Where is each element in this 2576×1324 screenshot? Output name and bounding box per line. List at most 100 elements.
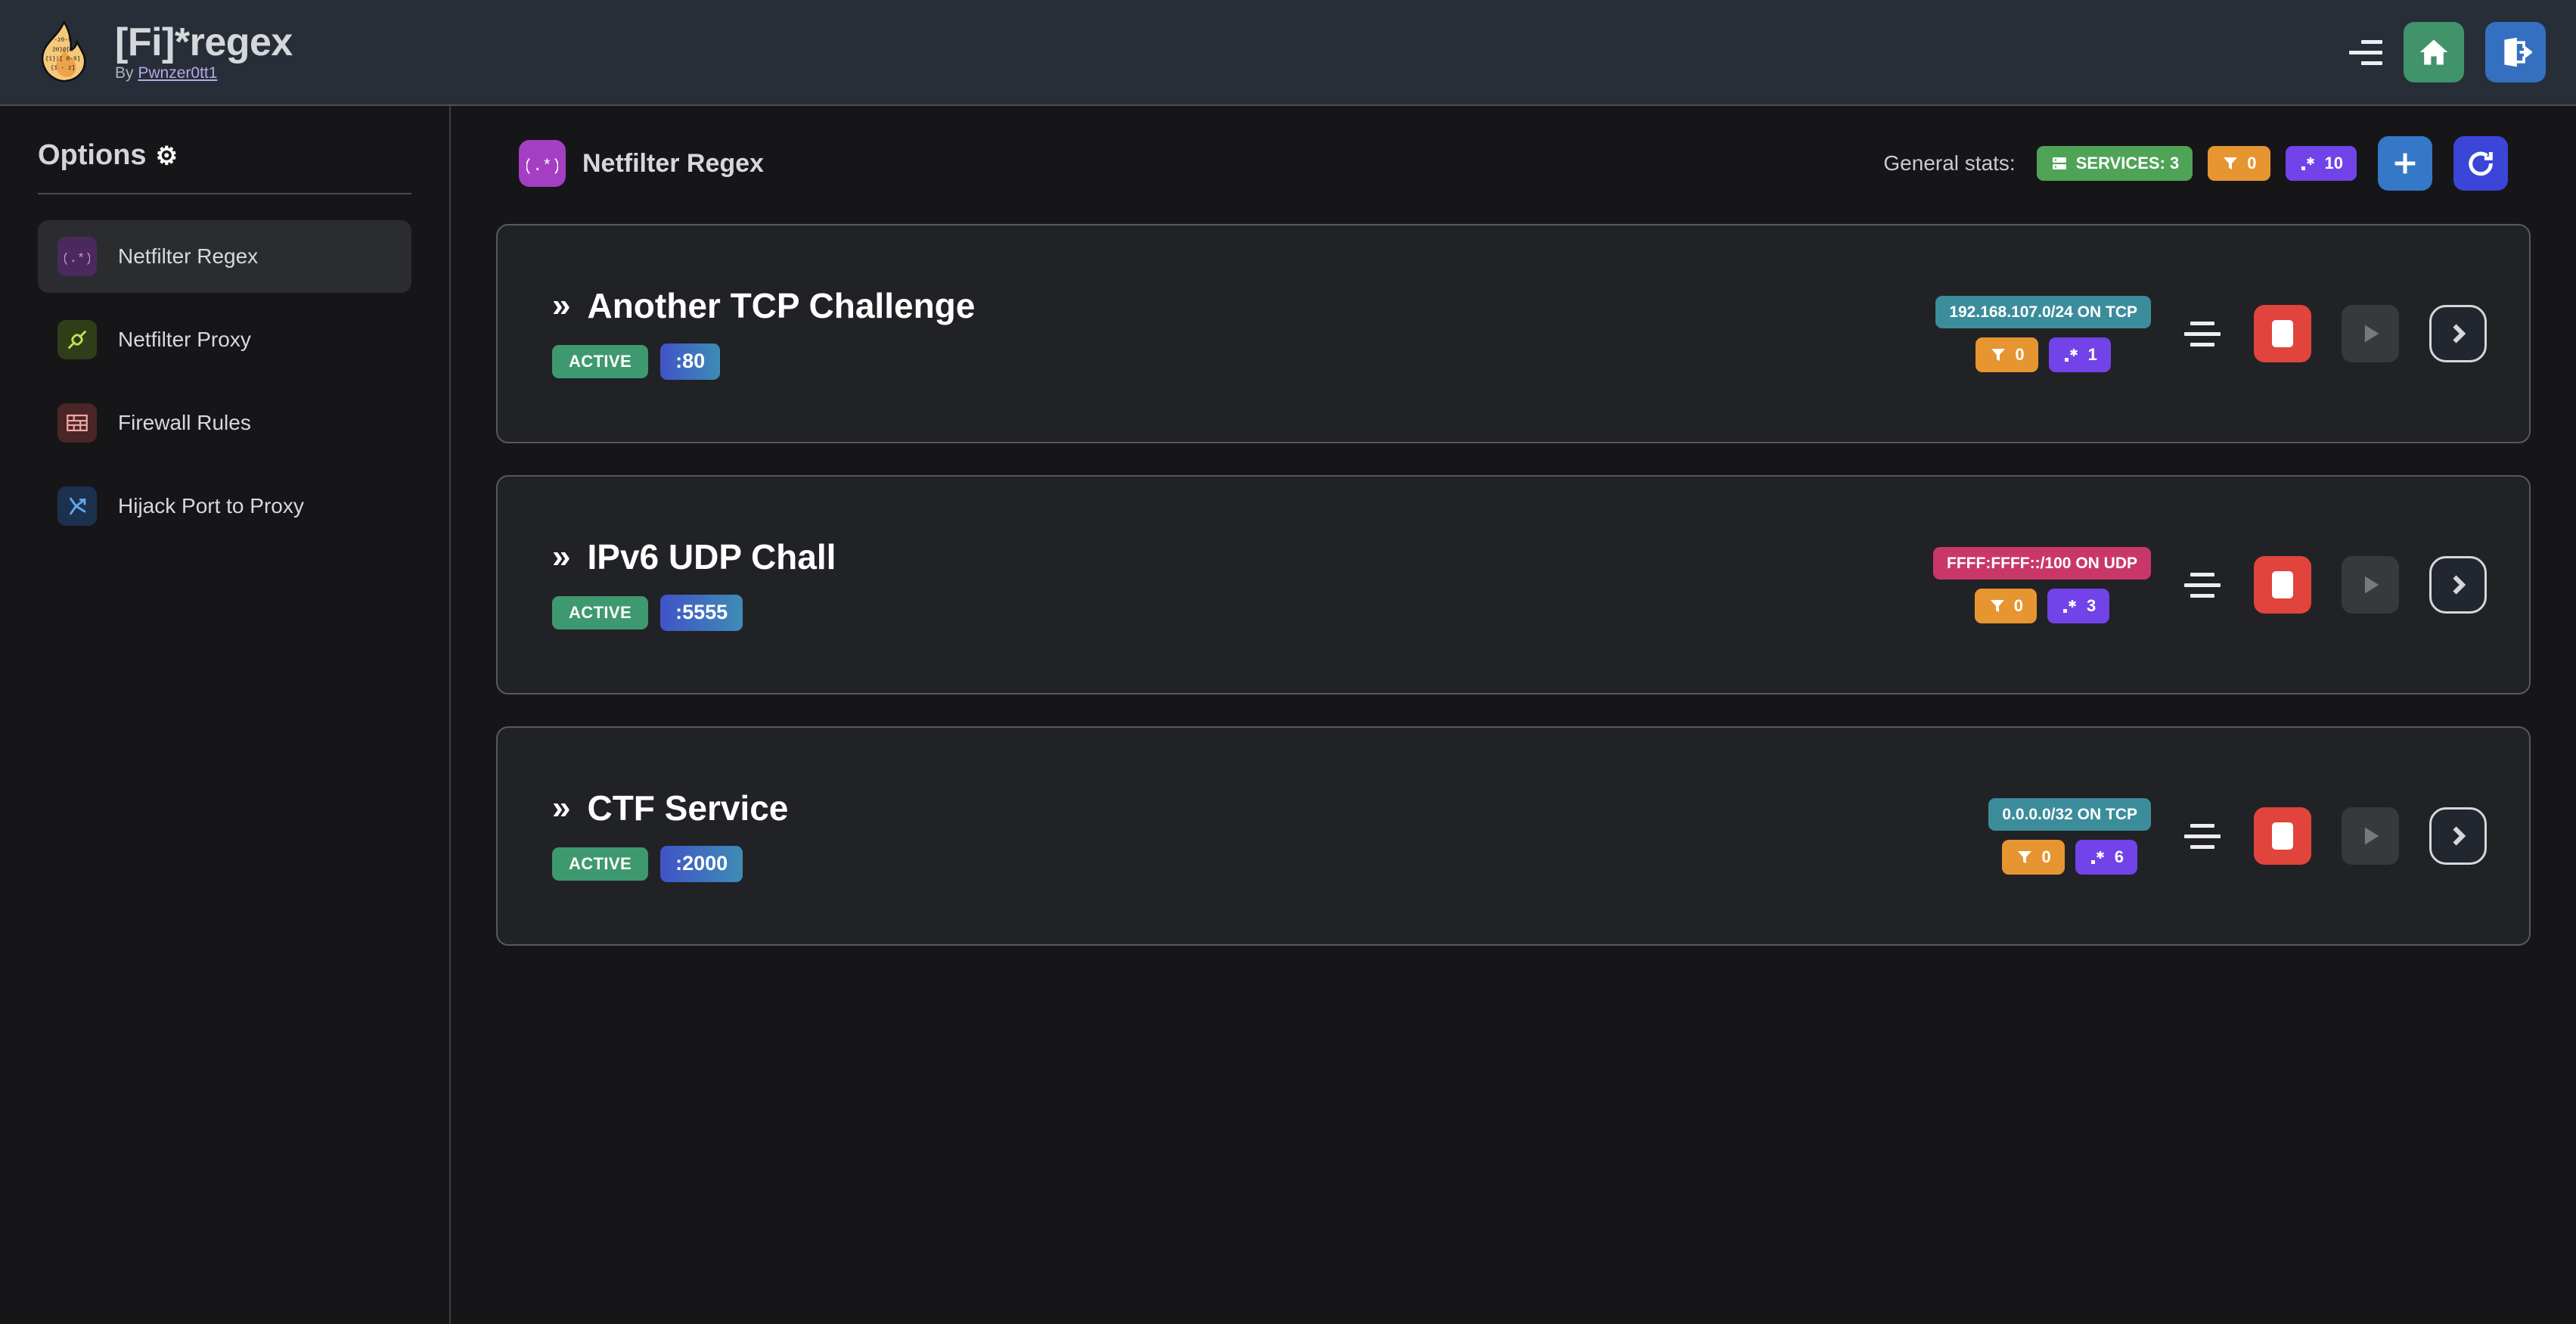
status-badge-services: SERVICES: 3 <box>2036 146 2193 181</box>
stop-icon <box>2272 822 2293 850</box>
service-list: » Another TCP Challenge ACTIVE :80 192.1… <box>496 224 2531 946</box>
filters-count-label: 0 <box>2013 595 2023 615</box>
services-count-label: SERVICES: 3 <box>2075 154 2180 172</box>
service-network-stats: 192.168.107.0/24 ON TCP 0 <box>1935 295 2151 372</box>
drag-handle-icon[interactable] <box>2181 564 2224 606</box>
port-badge: :5555 <box>660 595 743 631</box>
chevron-right-icon <box>2453 826 2466 846</box>
service-controls: 192.168.107.0/24 ON TCP 0 <box>1935 295 2487 372</box>
stop-button[interactable] <box>2254 305 2311 362</box>
service-info: » IPv6 UDP Chall ACTIVE :5555 <box>552 539 836 631</box>
drag-handle-icon[interactable] <box>2181 815 2224 857</box>
regex-icon <box>2090 850 2104 864</box>
drag-handle-icon[interactable] <box>2181 312 2224 355</box>
regexes-count-label: 6 <box>2114 847 2124 866</box>
service-tags: ACTIVE :2000 <box>552 846 788 882</box>
sidebar-item-hijack-port-to-proxy[interactable]: Hijack Port to Proxy <box>38 470 411 542</box>
main-content: (.*) Netfilter Regex General stats: SERV… <box>451 106 2576 1324</box>
server-icon <box>2052 157 2066 169</box>
chevron-right-icon <box>2453 324 2466 343</box>
home-icon <box>2419 39 2448 65</box>
regexes-count-label: 1 <box>2087 344 2097 364</box>
regex-icon <box>2301 157 2314 170</box>
page-title-text: Netfilter Regex <box>582 148 764 178</box>
hamburger-menu-icon[interactable] <box>2343 36 2382 69</box>
service-name: IPv6 UDP Chall <box>587 537 836 577</box>
regex-icon: (.*) <box>519 140 566 187</box>
filters-count-label: 0 <box>2247 154 2257 172</box>
service-tags: ACTIVE :80 <box>552 343 975 380</box>
open-service-button[interactable] <box>2429 556 2487 614</box>
filter-icon <box>1991 348 2006 361</box>
svg-text:-z0-9: -z0-9 <box>54 37 72 43</box>
play-icon <box>2364 325 2379 343</box>
svg-text:(.*): (.*) <box>526 158 558 176</box>
open-service-button[interactable] <box>2429 807 2487 865</box>
service-info: » Another TCP Challenge ACTIVE :80 <box>552 287 975 380</box>
play-button[interactable] <box>2342 305 2399 362</box>
status-badge-regexes: 10 <box>2285 146 2357 181</box>
author-link[interactable]: Pwnzer0tt1 <box>138 64 218 82</box>
main-toolbar: (.*) Netfilter Regex General stats: SERV… <box>496 136 2531 191</box>
brand: -z0-9 20}@[a {1}|[ 0-9] {1 - z] [Fi]*reg… <box>30 17 293 87</box>
status-badge-regexes: 3 <box>2047 588 2110 623</box>
sidebar-item-firewall-rules[interactable]: Firewall Rules <box>38 387 411 459</box>
sidebar-item-label: Netfilter Proxy <box>118 328 251 351</box>
play-button[interactable] <box>2342 807 2399 865</box>
filter-icon <box>1990 599 2004 612</box>
play-button[interactable] <box>2342 556 2399 614</box>
service-card[interactable]: » CTF Service ACTIVE :2000 0.0.0.0/32 ON… <box>496 726 2531 946</box>
sidebar-item-netfilter-proxy[interactable]: Netfilter Proxy <box>38 303 411 376</box>
double-chevron-icon: » <box>552 287 571 325</box>
logout-button[interactable] <box>2485 22 2546 82</box>
fork-arrow-icon <box>57 486 97 526</box>
chevron-right-icon <box>2453 575 2466 595</box>
status-badge-regexes: 6 <box>2075 839 2137 875</box>
sidebar-heading: Options ⚙ <box>38 139 411 172</box>
plus-icon <box>2394 153 2416 174</box>
stop-button[interactable] <box>2254 807 2311 865</box>
sidebar-item-label: Hijack Port to Proxy <box>118 494 304 517</box>
flame-logo-icon: -z0-9 20}@[a {1}|[ 0-9] {1 - z] <box>30 17 95 87</box>
service-network-stats: 0.0.0.0/32 ON TCP 0 6 <box>1988 797 2151 875</box>
brick-wall-icon <box>57 403 97 443</box>
status-badge-filters: 0 <box>1974 588 2037 623</box>
filter-icon <box>2018 850 2032 863</box>
filters-count-label: 0 <box>2041 847 2051 866</box>
double-chevron-icon: » <box>552 789 571 827</box>
filters-count-label: 0 <box>2015 344 2025 364</box>
sidebar-item-label: Firewall Rules <box>118 411 251 434</box>
status-badge: ACTIVE <box>552 847 649 881</box>
refresh-icon <box>2469 151 2493 176</box>
svg-text:(.*): (.*) <box>64 252 90 266</box>
service-card[interactable]: » IPv6 UDP Chall ACTIVE :5555 FFFF:FFFF:… <box>496 475 2531 695</box>
regexes-count-label: 10 <box>2324 154 2343 172</box>
stop-icon <box>2272 571 2293 598</box>
regex-icon: (.*) <box>57 237 97 276</box>
regexes-count-label: 3 <box>2087 595 2096 615</box>
add-service-button[interactable] <box>2378 136 2432 191</box>
double-chevron-icon: » <box>552 538 571 576</box>
service-info: » CTF Service ACTIVE :2000 <box>552 790 788 882</box>
stop-button[interactable] <box>2254 556 2311 614</box>
plug-icon <box>57 320 97 359</box>
svg-text:20}@[a: 20}@[a <box>52 47 73 53</box>
regex-icon <box>2063 599 2077 613</box>
sidebar-item-netfilter-regex[interactable]: (.*) Netfilter Regex <box>38 220 411 293</box>
refresh-button[interactable] <box>2453 136 2508 191</box>
service-card[interactable]: » Another TCP Challenge ACTIVE :80 192.1… <box>496 224 2531 443</box>
open-service-button[interactable] <box>2429 305 2487 362</box>
svg-text:{1}|[ 0-9]: {1}|[ 0-9] <box>45 56 80 62</box>
by-prefix: By <box>115 64 134 82</box>
play-icon <box>2364 827 2379 845</box>
sidebar-divider <box>38 193 411 194</box>
service-network-stats: FFFF:FFFF::/100 ON UDP 0 <box>1933 546 2151 623</box>
general-stats-label: General stats: <box>1883 151 2016 175</box>
network-badge: 0.0.0.0/32 ON TCP <box>1988 797 2151 831</box>
status-badge-regexes: 1 <box>2048 337 2111 372</box>
app-title: [Fi]*regex <box>115 20 293 64</box>
port-badge: :2000 <box>660 846 743 882</box>
home-button[interactable] <box>2404 22 2464 82</box>
svg-text:{1 - z]: {1 - z] <box>51 65 76 71</box>
play-icon <box>2364 576 2379 594</box>
